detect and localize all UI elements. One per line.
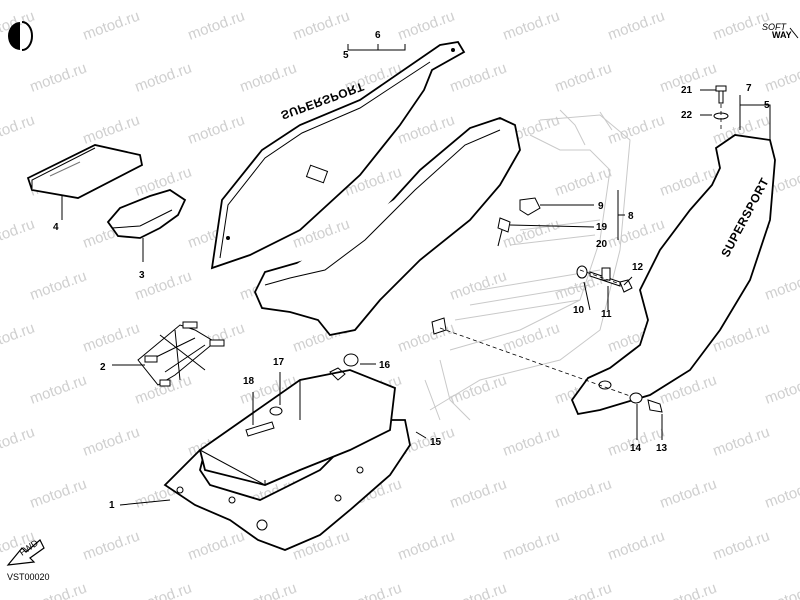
- callout-17: 17: [273, 357, 285, 368]
- watermark-text: motod.ru: [186, 528, 247, 564]
- callout-18: 18: [243, 376, 255, 387]
- logo-top-text: SOFT: [762, 22, 788, 32]
- watermark-text: motod.ru: [81, 8, 142, 44]
- part-seat: [254, 117, 521, 336]
- callout-16: 16: [379, 360, 391, 371]
- watermark-text: motod.ru: [606, 528, 667, 564]
- watermark-text: motod.ru: [186, 112, 247, 148]
- watermark-text: motod.ru: [501, 528, 562, 564]
- watermark-text: motod.ru: [448, 372, 509, 408]
- callout-2: 2: [100, 362, 106, 373]
- watermark-text: motod.ru: [396, 320, 457, 356]
- callout-4: 4: [53, 222, 59, 233]
- part-tail-cowl: SUPERSPORT: [210, 41, 466, 270]
- watermark-text: motod.ru: [28, 372, 89, 408]
- watermark-text: motod.ru: [396, 8, 457, 44]
- watermark-text: motod.ru: [133, 60, 194, 96]
- watermark-text: motod.ru: [238, 580, 299, 600]
- watermark-text: motod.ru: [396, 528, 457, 564]
- callout-7: 7: [746, 83, 752, 94]
- half-circle-icon: [8, 21, 33, 51]
- callout-14: 14: [630, 443, 642, 454]
- fasteners: [245, 85, 729, 437]
- watermark-text: motod.ru: [763, 60, 800, 96]
- callout-5: 5: [343, 50, 349, 61]
- watermark-text: motod.ru: [553, 60, 614, 96]
- watermark-text: motod.ru: [28, 60, 89, 96]
- callout-6: 6: [375, 30, 381, 41]
- watermark-text: motod.ru: [763, 580, 800, 600]
- watermark-text: motod.ru: [763, 372, 800, 408]
- part-seat-pad: [106, 189, 187, 239]
- watermark-text: motod.ru: [606, 216, 667, 252]
- callout-20: 20: [596, 239, 608, 250]
- logo-bottom-text: WAY: [772, 30, 792, 40]
- callout-5-right: 5: [764, 100, 770, 111]
- watermark-text: motod.ru: [343, 580, 404, 600]
- watermark-text: motod.ru: [763, 268, 800, 304]
- watermark-text: motod.ru: [448, 476, 509, 512]
- watermark-text: motod.ru: [711, 528, 772, 564]
- watermark-text: motod.ru: [606, 8, 667, 44]
- callout-22: 22: [681, 110, 693, 121]
- diagram-code: VST00020: [7, 572, 50, 582]
- callout-15: 15: [430, 437, 442, 448]
- watermark-text: motod.ru: [0, 216, 37, 252]
- watermark-text: motod.ru: [81, 424, 142, 460]
- watermark-text: motod.ru: [553, 476, 614, 512]
- callout-9: 9: [598, 201, 604, 212]
- watermark-text: motod.ru: [501, 320, 562, 356]
- callout-21: 21: [681, 85, 693, 96]
- watermark-text: motod.ru: [28, 580, 89, 600]
- watermark-text: motod.ru: [448, 60, 509, 96]
- watermark-text: motod.ru: [28, 476, 89, 512]
- watermark-text: motod.ru: [711, 424, 772, 460]
- watermark-text: motod.ru: [501, 424, 562, 460]
- callout-11: 11: [601, 309, 612, 320]
- watermark-text: motod.ru: [186, 8, 247, 44]
- watermark-text: motod.ru: [81, 320, 142, 356]
- callout-1: 1: [109, 500, 115, 511]
- watermark-text: motod.ru: [658, 476, 719, 512]
- softway-logo: SOFT WAY: [762, 22, 799, 40]
- part-foam-pad: [26, 144, 144, 199]
- watermark-text: motod.ru: [501, 216, 562, 252]
- callout-numbers: 6 5 7 5 21 22 4 3 2 1 18 17 16 15 9 8 19…: [53, 30, 770, 511]
- part-tray: [163, 367, 411, 551]
- watermark-text: motod.ru: [448, 268, 509, 304]
- ghost-frame: [424, 109, 631, 421]
- watermark-text: motod.ru: [606, 112, 667, 148]
- watermark-text: motod.ru: [553, 580, 614, 600]
- leader-lines: [61, 44, 771, 506]
- watermark-text: motod.ru: [238, 60, 299, 96]
- watermark-text: motod.ru: [0, 320, 37, 356]
- watermark-text: motod.ru: [448, 580, 509, 600]
- watermark-text: motod.ru: [291, 8, 352, 44]
- callout-8: 8: [628, 211, 634, 222]
- watermark-text: motod.ru: [81, 112, 142, 148]
- callout-13: 13: [656, 443, 668, 454]
- watermark-text: motod.ru: [553, 164, 614, 200]
- part-bracket: [137, 321, 225, 387]
- watermark-text: motod.ru: [0, 112, 37, 148]
- watermark-text: motod.ru: [0, 424, 37, 460]
- watermark-text: motod.ru: [28, 268, 89, 304]
- watermark-text: motod.ru: [763, 476, 800, 512]
- watermark-text: motod.ru: [658, 580, 719, 600]
- assembly-lines: [439, 104, 722, 397]
- watermark-text: motod.ru: [81, 528, 142, 564]
- watermark-text: motod.ru: [606, 424, 667, 460]
- callout-12: 12: [632, 262, 644, 273]
- watermark-text: motod.ru: [133, 580, 194, 600]
- callout-10: 10: [573, 305, 585, 316]
- callout-19: 19: [596, 222, 608, 233]
- callout-3: 3: [139, 270, 145, 281]
- watermark-text: motod.ru: [501, 8, 562, 44]
